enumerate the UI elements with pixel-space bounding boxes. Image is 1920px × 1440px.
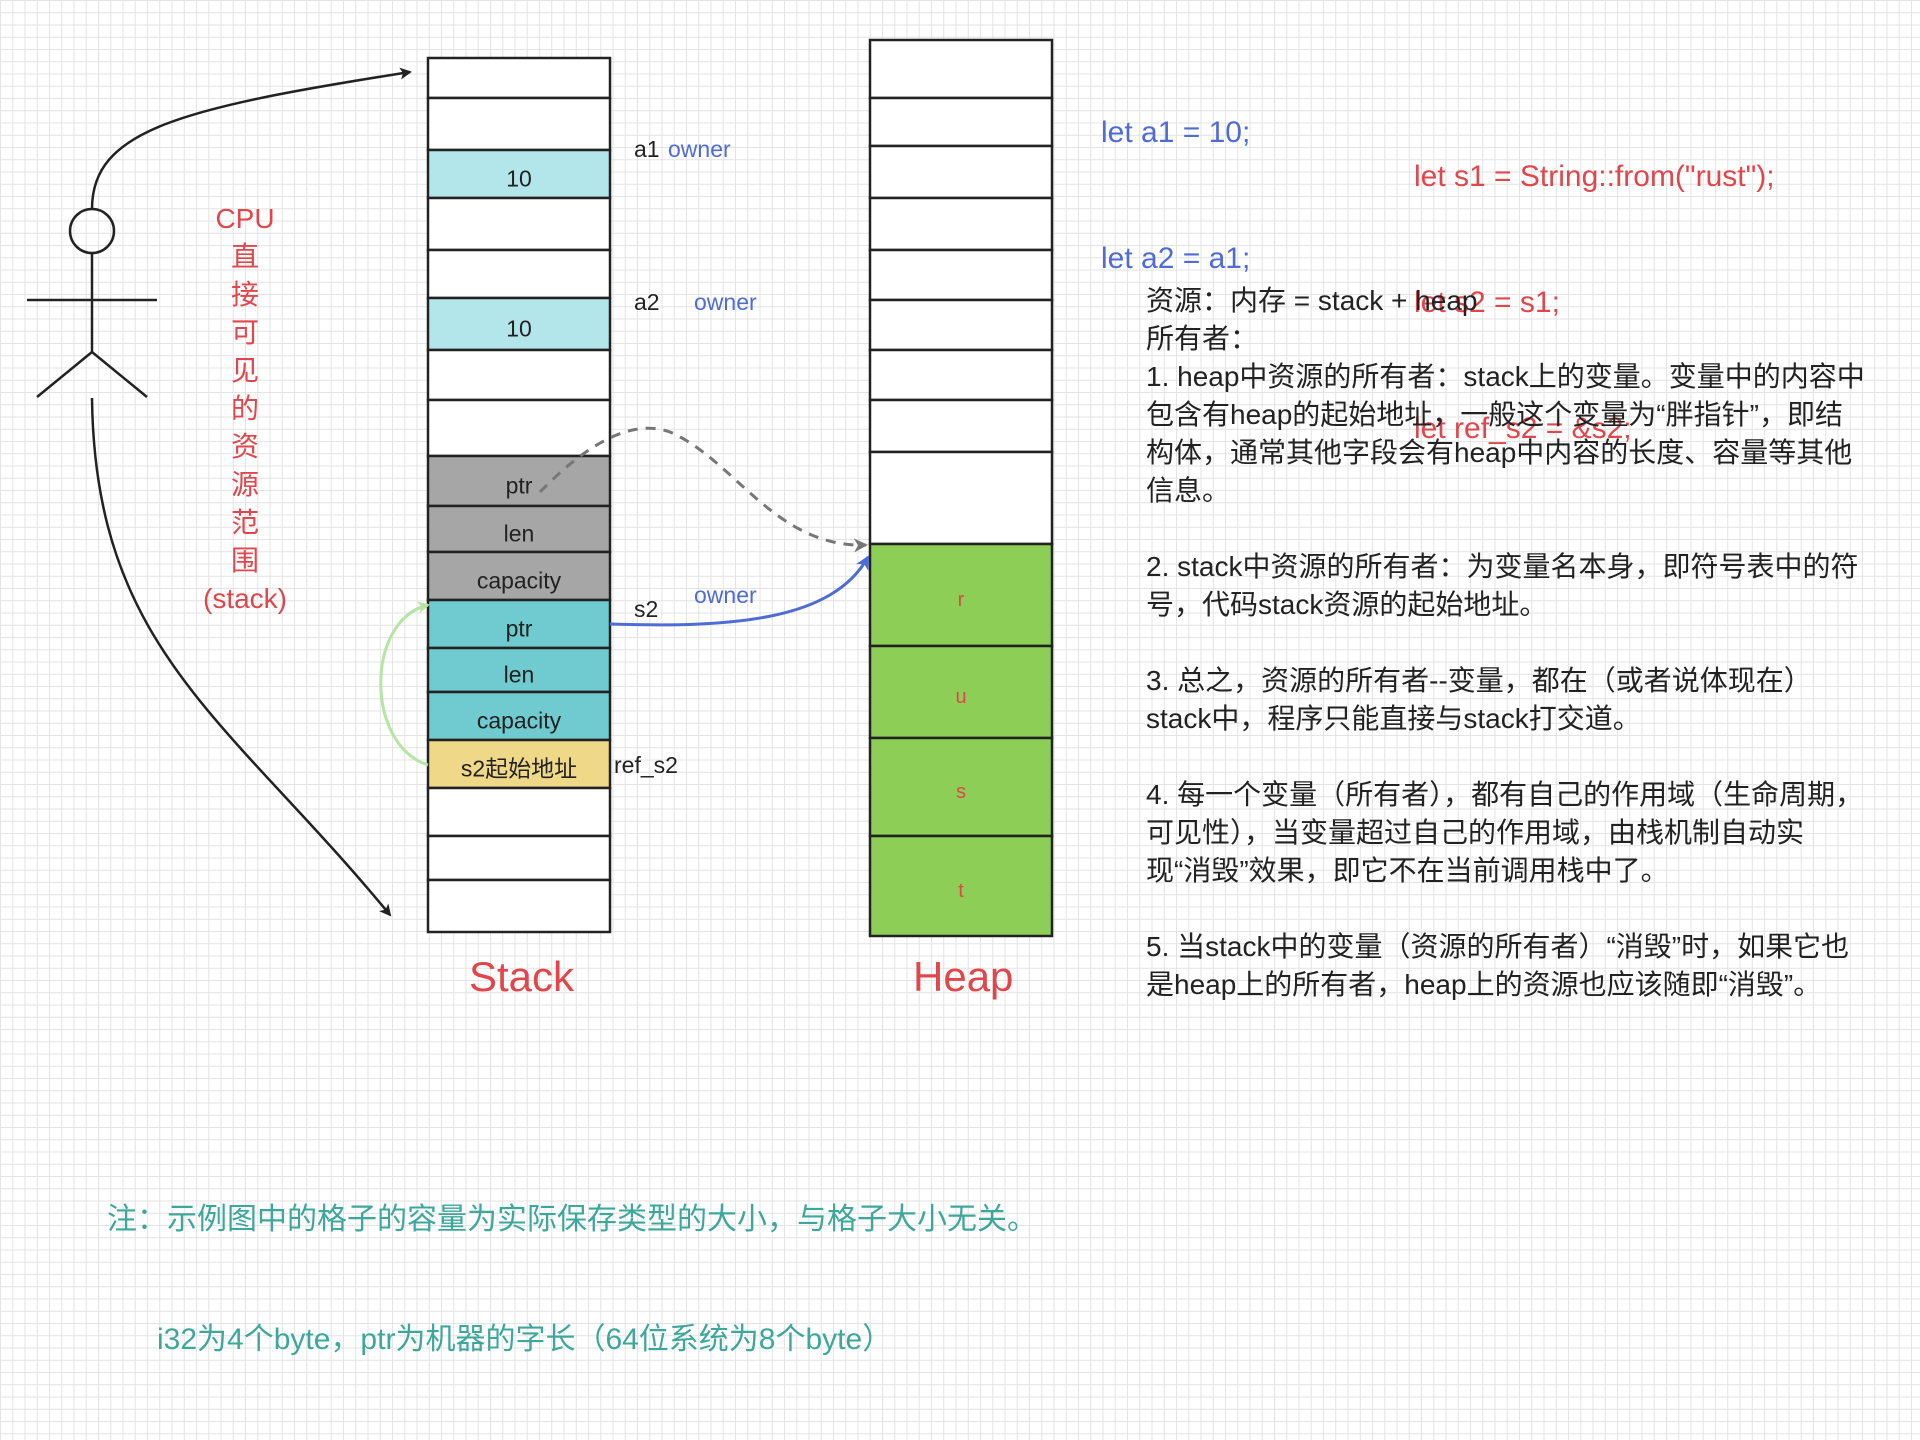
note-3: 3. 总之，资源的所有者--变量，都在（或者说体现在）stack中，程序只能直接…: [1146, 665, 1812, 734]
stack-cell-label: 10: [506, 165, 532, 191]
stack-cell: [426, 96, 612, 152]
stack-cell: [426, 598, 612, 650]
heap-cell: [868, 398, 1054, 454]
heap-title: Heap: [913, 953, 1014, 1000]
heap-cell: [868, 644, 1054, 740]
ownership-notes: 资源：内存 = stack + heap 所有者： 1. heap中资源的所有者…: [1146, 282, 1866, 1004]
stack-cell: [426, 296, 612, 352]
s1-ptr-to-heap-dashed-arrow: [538, 426, 868, 553]
stack-cell-label: ptr: [506, 472, 533, 498]
note-4: 4. 每一个变量（所有者），都有自己的作用域（生命周期，可见性），当变量超过自己…: [1146, 779, 1864, 886]
heap-cell: [868, 542, 1054, 648]
note-owner: 所有者：: [1146, 323, 1259, 354]
stack-cell: [426, 878, 612, 934]
label-s2-owner: owner: [694, 582, 757, 608]
stack-cell-label: 10: [506, 315, 532, 341]
stack-cell-label: len: [504, 520, 535, 546]
heap-cell: [868, 38, 1054, 100]
cpu-visible-range-label: CPU 直 接 可 见 的 资 源 范 围 (stack): [203, 203, 287, 614]
stack-cell-label: ptr: [506, 615, 533, 641]
s2-ptr-to-heap-arrow: [609, 555, 870, 627]
heap-cell-label: t: [958, 880, 964, 902]
memory-diagram: 10 10 ptr len capacity ptr len capacity s2起始地址 r…: [27, 38, 1054, 938]
label-s2: s2: [634, 596, 659, 622]
actor-to-stack-top-arrow: [90, 67, 412, 210]
actor-to-stack-bottom-arrow: [90, 397, 392, 917]
heap-cell-label: u: [955, 686, 966, 708]
stack-cell-label: capacity: [477, 707, 562, 733]
diagram-canvas: 10 10 ptr len capacity ptr len capacity s2起始地址 r…: [27, 38, 1866, 1356]
note-5: 5. 当stack中的变量（资源的所有者）“消毁”时，如果它也是heap上的所有…: [1146, 931, 1850, 1000]
heap-cell: [868, 736, 1054, 838]
label-a1: a1: [634, 136, 660, 162]
stack-cell: [426, 646, 612, 694]
stack-cells: 10 10 ptr len capacity ptr len capacity s2起始地址: [426, 56, 612, 934]
stack-cell: [426, 56, 612, 100]
stack-cell: [426, 348, 612, 402]
stack-cell: [426, 834, 612, 882]
heap-cell: [868, 96, 1054, 148]
code-line-a2: let a2 = a1;: [1101, 242, 1251, 275]
stack-cell: [426, 398, 612, 458]
label-a2: a2: [634, 289, 660, 315]
stack-cell-label: s2起始地址: [461, 755, 577, 781]
heap-cell: [868, 196, 1054, 252]
footnote: 注：示例图中的格子的容量为实际保存类型的大小，与格子大小无关。 i32为4个by…: [107, 1120, 1037, 1440]
heap-cell: [868, 248, 1054, 302]
footnote-line-2: i32为4个byte，ptr为机器的字长（64位系统为8个byte）: [107, 1323, 893, 1356]
footnote-line-1: 注：示例图中的格子的容量为实际保存类型的大小，与格子大小无关。: [107, 1203, 1037, 1236]
stack-cell-label: len: [504, 661, 535, 687]
label-ref-s2: ref_s2: [614, 752, 678, 778]
heap-cell-label: r: [958, 589, 965, 611]
code-line-a1: let a1 = 10;: [1101, 116, 1251, 149]
heap-cell: [868, 298, 1054, 352]
heap-cell: [868, 144, 1054, 200]
heap-cell: [868, 834, 1054, 938]
code-line-s1: let s1 = String::from("rust");: [1414, 160, 1775, 193]
heap-cell: [868, 348, 1054, 402]
actor-figure-icon: [27, 207, 157, 398]
stack-cell: [426, 196, 612, 252]
label-a2-owner: owner: [694, 289, 757, 315]
note-2: 2. stack中资源的所有者：为变量名本身，即符号表中的符号，代码stack资…: [1146, 551, 1859, 620]
stack-cell: [426, 550, 612, 602]
label-a1-owner: owner: [668, 136, 731, 162]
heap-cell: [868, 450, 1054, 546]
note-resource: 资源：内存 = stack + heap: [1146, 285, 1478, 316]
stack-cell-label: capacity: [477, 567, 562, 593]
code-line-ref-s2: let ref_s2 = &s2;: [1414, 412, 1632, 445]
heap-cells: r u s t: [868, 38, 1054, 938]
ref-s2-to-s2-arrow: [379, 601, 430, 767]
note-1: 1. heap中资源的所有者：stack上的变量。变量中的内容中包含有heap的…: [1146, 361, 1865, 506]
stack-title: Stack: [469, 953, 575, 1000]
heap-cell-label: s: [956, 781, 966, 803]
stack-cell: [426, 786, 612, 838]
code-line-s2: let s2 = s1;: [1414, 286, 1560, 319]
stack-cell: [426, 248, 612, 300]
